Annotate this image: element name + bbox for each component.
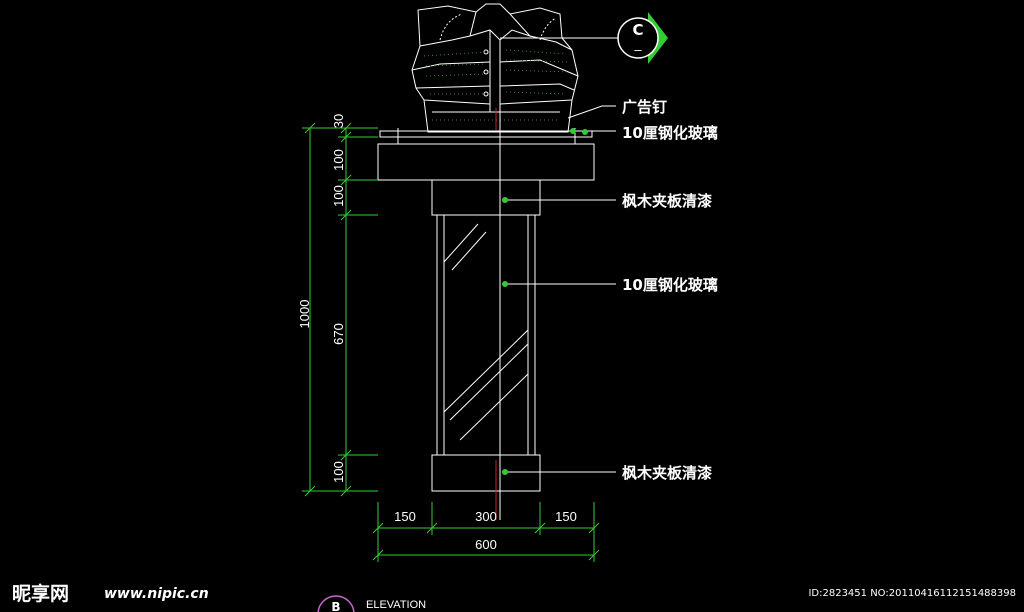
section-marker-letter: C: [632, 21, 643, 39]
title-block: B ELEVATION: [317, 595, 426, 612]
section-marker-c: C –: [500, 12, 668, 64]
watermark-id: ID:2823451 NO:20110416112151488398: [808, 588, 1016, 599]
watermark-logo: 昵享网: [12, 582, 69, 605]
shirt-knit-texture: [423, 49, 571, 121]
watermark-url: www.nipic.cn: [104, 586, 209, 602]
dim-neck: 100: [331, 185, 346, 207]
top-glass-panel: [379, 130, 593, 138]
base-block: [431, 454, 541, 492]
folded-shirt-illustration: [411, 3, 579, 133]
watermark: 昵享网 www.nipic.cn ID:2823451 NO:201104161…: [12, 582, 1016, 605]
dim-shaft: 670: [331, 323, 346, 345]
callout-maple-veneer-base: 枫木夹板清漆: [622, 464, 712, 482]
vertical-dimensions: [302, 122, 378, 497]
dim-total-width: 600: [475, 537, 497, 552]
callout-tempered-glass-top: 10厘钢化玻璃: [622, 124, 718, 142]
dim-top-glass: 30: [331, 114, 346, 128]
glass-hatching: [443, 223, 529, 441]
neck-block: [431, 179, 541, 216]
dim-base: 100: [331, 461, 346, 483]
callout-dots: [502, 128, 588, 475]
callout-ad-nail: 广告钉: [622, 98, 667, 116]
section-marker-sub: –: [634, 42, 642, 57]
callout-maple-veneer-neck: 枫木夹板清漆: [622, 192, 712, 210]
callout-leaders: [505, 105, 616, 473]
pedestal: [377, 128, 595, 492]
title-marker-letter: B: [331, 600, 340, 612]
callout-tempered-glass-shaft: 10厘钢化玻璃: [622, 276, 718, 294]
cap-block: [377, 143, 595, 181]
horizontal-dimensions: [372, 502, 600, 562]
dim-cap: 100: [331, 149, 346, 171]
dim-right: 150: [555, 509, 577, 524]
title-text: ELEVATION: [366, 599, 426, 611]
dim-middle: 300: [475, 509, 497, 524]
dim-total-height: 1000: [297, 300, 312, 329]
dim-left: 150: [394, 509, 416, 524]
